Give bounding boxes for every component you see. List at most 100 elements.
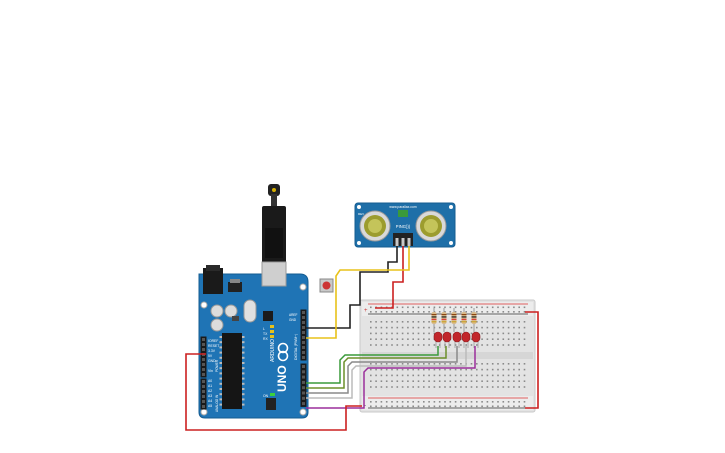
- terminal-hole: [428, 321, 430, 323]
- rail-hole: [385, 401, 388, 403]
- terminal-hole: [444, 363, 446, 365]
- analog-header[interactable]: [200, 378, 207, 410]
- header-pin[interactable]: [302, 402, 305, 406]
- terminal-hole: [497, 321, 499, 323]
- header-pin[interactable]: [202, 368, 205, 371]
- header-pin[interactable]: [202, 390, 205, 393]
- a2-label: A2: [208, 389, 212, 393]
- header-pin[interactable]: [202, 373, 205, 376]
- sensor-pin[interactable]: [401, 238, 405, 246]
- terminal-hole: [465, 326, 467, 329]
- header-pin[interactable]: [202, 348, 205, 351]
- arduino-infinity-logo: [277, 342, 289, 362]
- wire-black-gnd[interactable]: [306, 246, 398, 329]
- rail-hole: [454, 306, 457, 309]
- red-led[interactable]: [471, 331, 481, 343]
- header-pin[interactable]: [302, 336, 305, 339]
- wire-gray-led3[interactable]: [306, 346, 458, 394]
- rail-hole: [423, 405, 425, 408]
- power-header[interactable]: [200, 336, 207, 378]
- resistor-band: [441, 318, 447, 320]
- terminal-hole: [481, 338, 483, 340]
- digital-header[interactable]: [300, 309, 307, 407]
- header-pin[interactable]: [202, 380, 205, 383]
- red-led[interactable]: [461, 331, 471, 343]
- terminal-hole: [417, 380, 420, 382]
- resistor-band: [441, 321, 447, 323]
- header-pin[interactable]: [202, 363, 205, 366]
- terminal-hole: [465, 380, 467, 382]
- terminal-hole: [385, 380, 388, 382]
- header-pin[interactable]: [302, 396, 305, 400]
- wire-white-led4[interactable]: [306, 346, 467, 399]
- resistor-array[interactable]: [431, 308, 477, 332]
- header-pin[interactable]: [302, 386, 305, 390]
- rail-hole: [523, 405, 526, 408]
- header-pin[interactable]: [302, 346, 305, 349]
- icsp-header: [266, 398, 276, 410]
- terminal-hole: [401, 380, 404, 382]
- header-pin[interactable]: [202, 338, 205, 341]
- terminal-hole: [391, 363, 393, 365]
- terminal-hole: [438, 380, 441, 382]
- terminal-hole: [497, 332, 499, 335]
- red-led[interactable]: [452, 331, 462, 343]
- header-strip: [300, 363, 307, 407]
- red-led[interactable]: [433, 331, 443, 343]
- header-pin[interactable]: [302, 326, 305, 329]
- wire-green-led1[interactable]: [306, 346, 439, 384]
- header-pin[interactable]: [302, 356, 305, 359]
- header-pin[interactable]: [302, 331, 305, 334]
- header-pin[interactable]: [302, 321, 305, 324]
- terminal-hole: [433, 368, 436, 371]
- terminal-hole: [423, 326, 425, 329]
- terminal-hole: [396, 374, 399, 377]
- wire-olive-led2[interactable]: [306, 346, 447, 389]
- rail-hole: [370, 405, 372, 408]
- terminal-hole: [417, 344, 420, 346]
- wire-red-5v[interactable]: [375, 246, 404, 309]
- header-pin[interactable]: [202, 343, 205, 346]
- led-array[interactable]: [433, 331, 481, 348]
- ping-ultrasonic-sensor[interactable]: www.parallax.com PING))) REV: [354, 202, 456, 248]
- resistor-band: [471, 318, 477, 320]
- rail-hole: [391, 401, 393, 403]
- terminal-hole: [428, 326, 430, 329]
- header-pin[interactable]: [302, 380, 305, 384]
- header-pin[interactable]: [202, 400, 205, 403]
- header-pin[interactable]: [302, 351, 305, 354]
- header-pin[interactable]: [302, 316, 305, 319]
- header-pin[interactable]: [202, 395, 205, 398]
- header-pin[interactable]: [302, 341, 305, 344]
- header-pin[interactable]: [202, 405, 205, 408]
- rail-hole: [428, 311, 430, 313]
- terminal-hole: [412, 368, 414, 371]
- header-pin[interactable]: [302, 370, 305, 374]
- gnd-label: GND: [208, 359, 216, 363]
- header-pin[interactable]: [202, 385, 205, 388]
- arduino-uno-board[interactable]: ARDUINO UNO DIGITAL (PWM~) IOREF RESET 3…: [198, 184, 334, 419]
- wire-yellow-signal[interactable]: [306, 246, 410, 339]
- rail-hole: [396, 401, 399, 403]
- terminal-hole: [513, 386, 515, 388]
- header-pin[interactable]: [302, 375, 305, 379]
- wire-red-power-loop[interactable]: [185, 353, 362, 431]
- sensor-pin[interactable]: [407, 238, 411, 246]
- wire-red-rail-jumper[interactable]: [525, 311, 539, 409]
- header-pin[interactable]: [302, 311, 305, 314]
- rail-hole: [465, 311, 467, 313]
- header-pin[interactable]: [302, 391, 305, 395]
- red-led[interactable]: [442, 331, 452, 343]
- breadboard[interactable]: + -: [359, 299, 536, 413]
- terminal-hole: [507, 344, 510, 346]
- wire-purple-led5[interactable]: [306, 346, 476, 409]
- rail-hole: [460, 311, 462, 313]
- reset-button[interactable]: [322, 281, 331, 290]
- terminal-hole: [396, 380, 399, 382]
- sensor-brand-label: www.parallax.com: [389, 205, 416, 209]
- header-pin[interactable]: [302, 365, 305, 368]
- header-pin[interactable]: [202, 358, 205, 361]
- sensor-pin[interactable]: [395, 238, 399, 246]
- rail-hole: [491, 405, 494, 408]
